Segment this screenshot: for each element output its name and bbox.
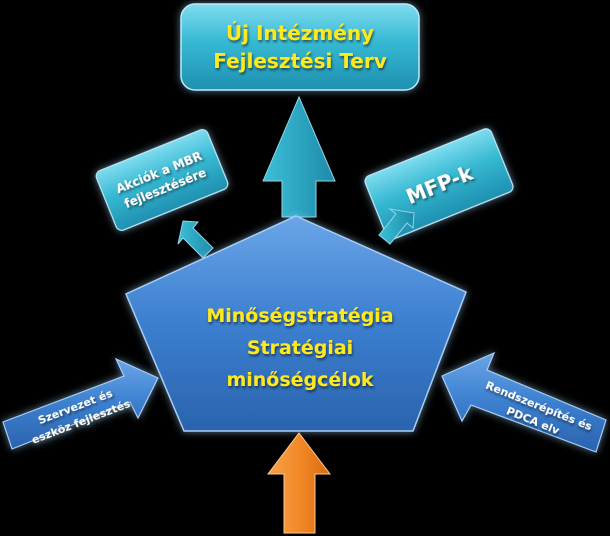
top-box-line1: Új Intézmény (226, 21, 374, 45)
center-line2: Stratégiai (247, 337, 353, 359)
center-line3: minőségcélok (226, 369, 373, 391)
right-box: MFP-k (364, 128, 514, 240)
center-line1: Minőségstratégia (206, 305, 393, 327)
right-small-arrow (378, 208, 415, 245)
bottom-orange-arrow (266, 432, 332, 534)
center-pentagon: Minőségstratégia Stratégiai minőségcélok (125, 215, 467, 432)
left-block-arrow: Szervezet és eszköz fejlesztés (2, 357, 159, 450)
top-box: Új Intézmény Fejlesztési Terv (180, 3, 420, 91)
up-arrow-main (262, 95, 336, 218)
left-box: Akciók a MBR fejlesztésére (95, 129, 229, 231)
right-block-arrow: Rendszerépítés és PDCA elv (441, 351, 607, 453)
top-box-line2: Fejlesztési Terv (213, 49, 387, 73)
left-small-arrow (177, 220, 214, 259)
